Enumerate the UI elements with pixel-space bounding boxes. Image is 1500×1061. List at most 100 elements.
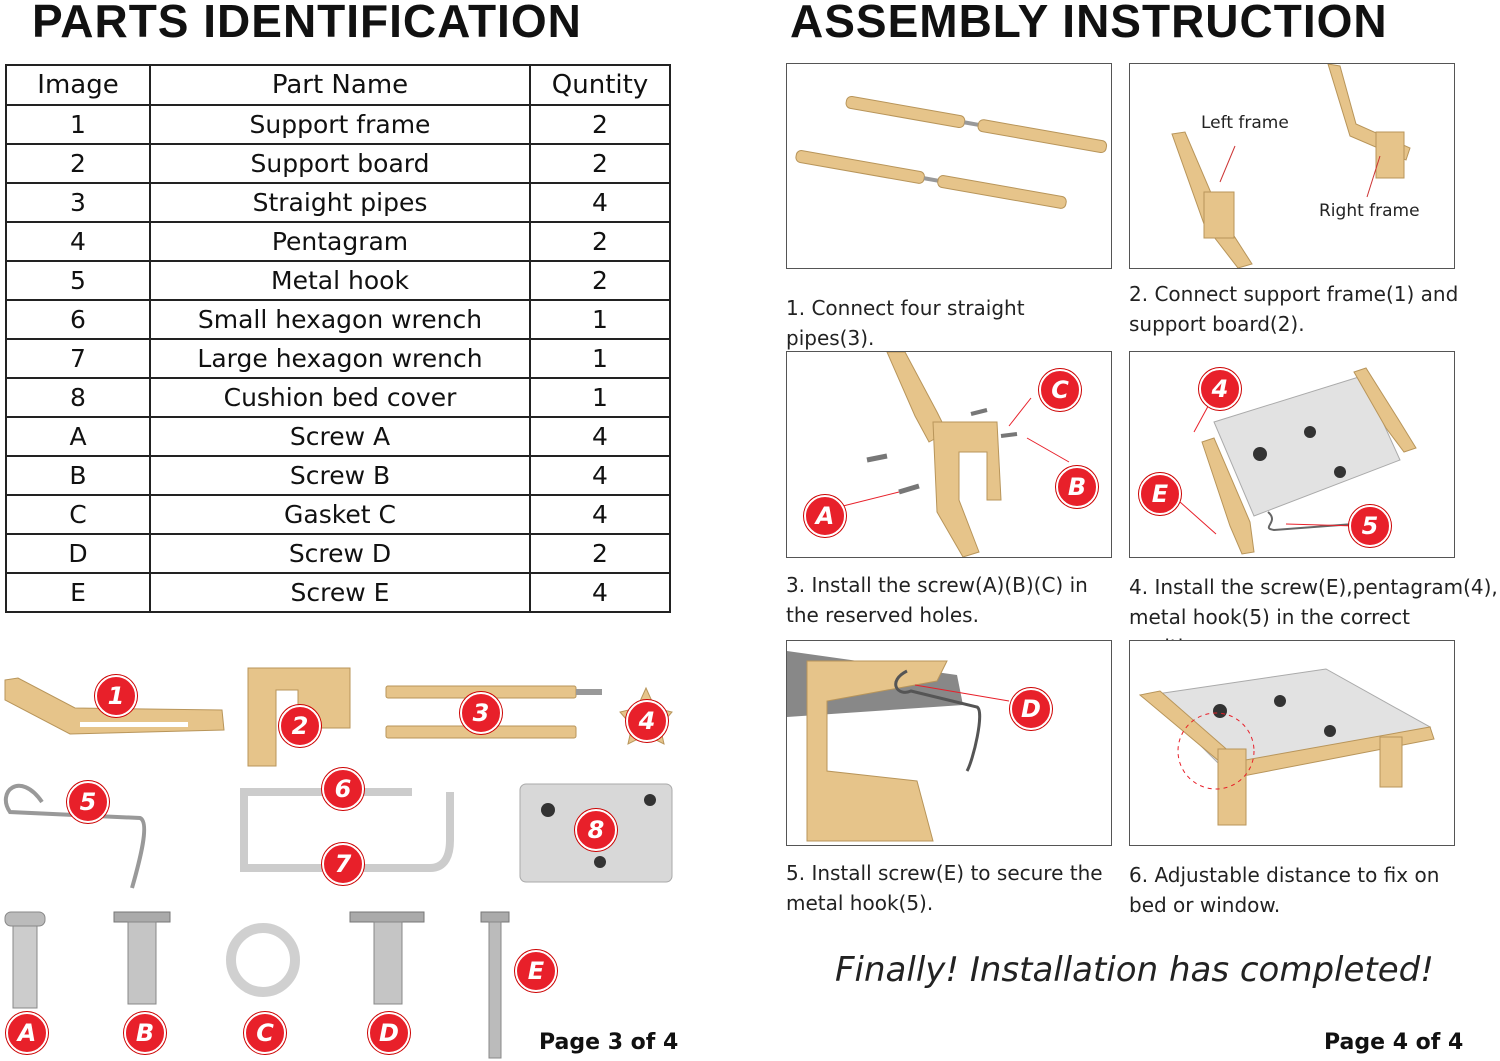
step2-caption: 2. Connect support frame(1) and support … <box>1129 282 1459 336</box>
badge-part-6: 6 <box>322 768 364 810</box>
part-quantity-cell: 2 <box>529 104 671 145</box>
part-quantity-cell: 4 <box>529 416 671 457</box>
step3-caption: 3. Install the screw(A)(B)(C) in the res… <box>786 573 1088 627</box>
part-id-cell: 6 <box>5 299 151 340</box>
step4-badge-4: 4 <box>1199 368 1241 410</box>
part-id-cell: D <box>5 533 151 574</box>
badge-part-2: 2 <box>279 705 321 747</box>
part-quantity-cell: 2 <box>529 260 671 301</box>
step6-illustration <box>1138 668 1435 826</box>
badge-part-4: 4 <box>626 700 668 742</box>
header-quantity: Quntity <box>529 64 671 106</box>
badge-part-3: 3 <box>460 692 502 734</box>
step5-caption: 5. Install screw(E) to secure the metal … <box>786 861 1103 915</box>
badge-part-e: E <box>515 950 557 992</box>
part-quantity-cell: 4 <box>529 455 671 496</box>
badge-part-1: 1 <box>95 675 137 717</box>
part-quantity-cell: 1 <box>529 377 671 418</box>
part-id-cell: E <box>5 572 151 613</box>
step3-badge-b: B <box>1056 466 1098 508</box>
part-name-cell: Metal hook <box>149 260 531 301</box>
part-quantity-cell: 4 <box>529 182 671 223</box>
metal-hook-image <box>3 783 147 889</box>
step1-panel <box>786 63 1112 269</box>
step3-badge-c: C <box>1039 369 1081 411</box>
adjust-highlight-icon <box>1177 712 1255 790</box>
step6-caption: 6. Adjustable distance to fix on bed or … <box>1129 863 1440 917</box>
part-id-cell: 7 <box>5 338 151 379</box>
part-name-cell: Cushion bed cover <box>149 377 531 418</box>
step3-illustration <box>842 352 1070 557</box>
part-id-cell: 8 <box>5 377 151 418</box>
page-label-left: Page 3 of 4 <box>539 1030 679 1055</box>
right-frame-label: Right frame <box>1319 201 1420 221</box>
part-id-cell: 4 <box>5 221 151 262</box>
badge-part-7: 7 <box>322 843 364 885</box>
part-id-cell: B <box>5 455 151 496</box>
screw-e-image <box>480 911 510 923</box>
part-id-cell: 3 <box>5 182 151 223</box>
part-name-cell: Gasket C <box>149 494 531 535</box>
step1-caption: 1. Connect four straight pipes(3). <box>786 296 1025 350</box>
part-id-cell: 1 <box>5 104 151 145</box>
part-name-cell: Screw B <box>149 455 531 496</box>
left-frame-label: Left frame <box>1201 113 1289 133</box>
part-name-cell: Support board <box>149 143 531 184</box>
part-name-cell: Screw A <box>149 416 531 457</box>
step4-panel <box>1129 351 1455 558</box>
assembly-title: ASSEMBLY INSTRUCTION <box>790 0 1388 47</box>
screw-a-image <box>4 911 46 927</box>
badge-part-5: 5 <box>67 781 109 823</box>
part-name-cell: Pentagram <box>149 221 531 262</box>
part-id-cell: 2 <box>5 143 151 184</box>
part-name-cell: Support frame <box>149 104 531 145</box>
part-quantity-cell: 1 <box>529 338 671 379</box>
badge-part-b: B <box>124 1012 166 1054</box>
part-quantity-cell: 2 <box>529 221 671 262</box>
screw-b-image <box>113 911 171 923</box>
screw-d-image <box>349 911 425 923</box>
step3-badge-a: A <box>804 495 846 537</box>
step5-panel <box>786 640 1112 846</box>
gasket-c-image <box>226 923 300 997</box>
page-label-right: Page 4 of 4 <box>1324 1030 1464 1055</box>
step4-illustration <box>1179 367 1417 555</box>
badge-part-8: 8 <box>575 809 617 851</box>
part-quantity-cell: 4 <box>529 494 671 535</box>
step5-badge-d: D <box>1010 688 1052 730</box>
step6-panel <box>1129 640 1455 846</box>
badge-part-a: A <box>6 1012 48 1054</box>
part-name-cell: Large hexagon wrench <box>149 338 531 379</box>
badge-part-c: C <box>244 1012 286 1054</box>
part-id-cell: 5 <box>5 260 151 301</box>
part-id-cell: C <box>5 494 151 535</box>
part-quantity-cell: 2 <box>529 143 671 184</box>
step2-illustration: Left frame Right frame <box>1171 64 1420 268</box>
header-image: Image <box>5 64 151 106</box>
part-id-cell: A <box>5 416 151 457</box>
closing-message: Finally! Installation has completed! <box>835 950 1434 990</box>
badge-part-d: D <box>368 1012 410 1054</box>
part-name-cell: Straight pipes <box>149 182 531 223</box>
part-name-cell: Screw D <box>149 533 531 574</box>
step1-illustration <box>795 95 1108 209</box>
support-frame-image <box>4 677 225 735</box>
table-header-row: Image Part Name Quntity <box>5 64 671 106</box>
hex-wrench-image <box>240 788 454 872</box>
step4-badge-e: E <box>1139 473 1181 515</box>
step2-panel: Left frame Right frame <box>1129 63 1455 269</box>
step5-illustration <box>787 651 1010 842</box>
part-quantity-cell: 4 <box>529 572 671 613</box>
